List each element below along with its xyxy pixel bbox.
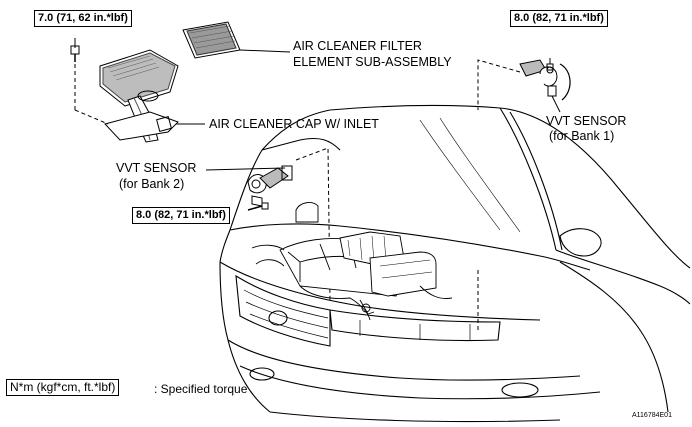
filter-element-label-line1: AIR CLEANER FILTER [293,39,422,53]
vehicle-outline [219,104,691,423]
bolt-vvt-bank1 [546,58,554,71]
air-cleaner-filter-element [182,21,241,59]
legend-description: : Specified torque [154,382,248,396]
bolt-vvt-bank2 [247,202,269,211]
legend-unit-box: N*m (kgf*cm, ft.*lbf) [6,379,120,396]
torque-vvt-bank2-box: 8.0 (82, 71 in.*lbf) [132,207,230,224]
vvt-bank1-label-line1: VVT SENSOR [546,114,627,128]
vvt-sensor-bank2-part [247,165,293,207]
leader-filter [239,49,291,53]
air-cleaner-cap [99,49,179,143]
torque-air-cleaner-text: 7.0 (71, 62 in.*lbf) [38,12,128,24]
bolt-air-cleaner [70,38,80,62]
cleaner-cap-label: AIR CLEANER CAP W/ INLET [209,117,379,131]
legend-unit-text: N*m (kgf*cm, ft.*lbf) [10,380,116,394]
vvt-bank2-label-line2: (for Bank 2) [119,177,185,191]
filter-element-label-line2: ELEMENT SUB-ASSEMBLY [293,55,452,69]
torque-vvt-bank1-text: 8.0 (82, 71 in.*lbf) [514,12,604,24]
vvt-bank1-label-line2: (for Bank 1) [549,129,615,143]
engine-bay [251,202,453,321]
torque-air-cleaner-box: 7.0 (71, 62 in.*lbf) [34,10,132,27]
vvt-sensor-bank1-part [519,59,571,101]
vvt-bank2-label-line1: VVT SENSOR [116,161,197,175]
torque-vvt-bank2-text: 8.0 (82, 71 in.*lbf) [136,209,226,221]
leader-vvt-bank1 [551,95,561,113]
torque-vvt-bank1-box: 8.0 (82, 71 in.*lbf) [510,10,608,27]
figure-code: A116784E01 [632,412,672,419]
leader-vvt-bank2 [205,167,286,171]
